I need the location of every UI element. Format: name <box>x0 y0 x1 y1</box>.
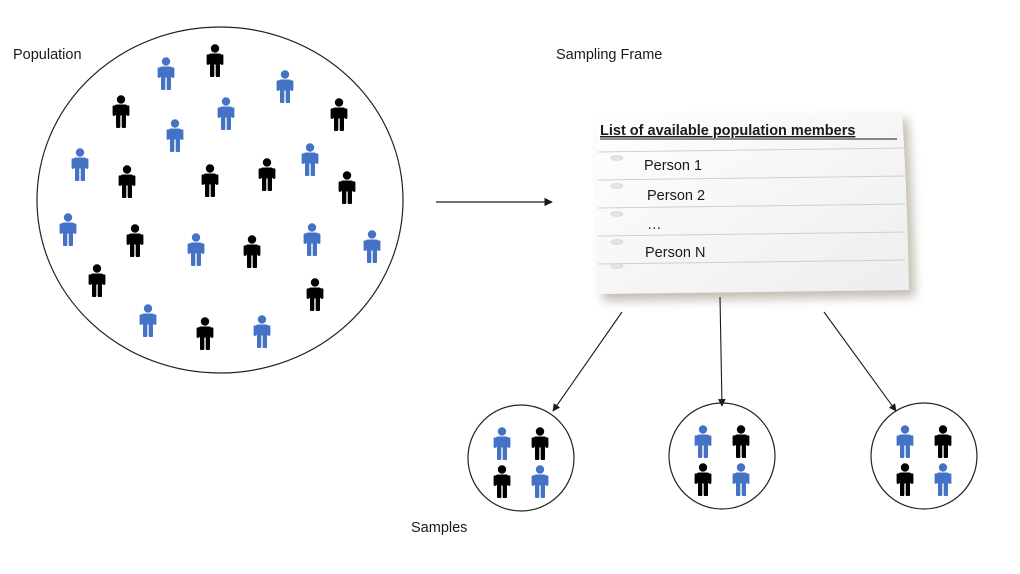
population-person-blue <box>253 315 271 348</box>
frame-card-title: List of available population members <box>600 123 855 139</box>
samples-label: Samples <box>411 520 468 536</box>
sample-person-blue <box>694 425 712 458</box>
paper-hole <box>610 211 624 217</box>
sample-1 <box>467 404 575 512</box>
population-person-black <box>118 165 136 198</box>
sample-person-blue <box>732 463 750 496</box>
ruled-line <box>597 231 906 237</box>
sample-person-black <box>493 465 511 498</box>
population-person-blue <box>217 97 235 130</box>
sample-circle <box>668 402 776 510</box>
paper-hole <box>610 263 624 269</box>
sample-person-black <box>934 425 952 458</box>
population-person-black <box>330 98 348 131</box>
population-person-black <box>306 278 324 311</box>
sample-circle <box>467 404 575 512</box>
frame-to-sample-2-arrow <box>718 296 726 407</box>
population-person-black <box>126 224 144 257</box>
samples-group <box>467 402 978 512</box>
sample-person-black <box>732 425 750 458</box>
sample-person-black <box>896 463 914 496</box>
population-person-blue <box>157 57 175 90</box>
population-person-black <box>243 235 261 268</box>
sample-3 <box>870 402 978 510</box>
frame-entry-1: Person 1 <box>644 158 702 174</box>
population-people <box>59 44 381 350</box>
sample-person-blue <box>896 425 914 458</box>
population-person-blue <box>303 223 321 256</box>
frame-to-sample-3-arrow <box>823 311 897 412</box>
sample-person-black <box>531 427 549 460</box>
paper-hole <box>610 183 624 189</box>
sample-person-blue <box>531 465 549 498</box>
population-person-black <box>206 44 224 77</box>
frame-entry-n: Person N <box>645 245 705 261</box>
paper-ruled-lines <box>597 147 906 265</box>
population-person-black <box>338 171 356 204</box>
population-person-black <box>258 158 276 191</box>
population-person-black <box>112 95 130 128</box>
population-person-blue <box>187 233 205 266</box>
population-person-blue <box>166 119 184 152</box>
ruled-line <box>597 175 906 181</box>
sample-2 <box>668 402 776 510</box>
population-label: Population <box>13 47 82 63</box>
paper-hole <box>610 239 624 245</box>
sample-person-blue <box>934 463 952 496</box>
frame-entry-2: Person 2 <box>647 188 705 204</box>
ruled-line <box>597 259 906 265</box>
frame-entry-ellipsis: … <box>647 217 662 233</box>
population-circle <box>36 26 404 374</box>
sample-person-black <box>694 463 712 496</box>
ruled-line <box>597 147 906 153</box>
population-person-blue <box>363 230 381 263</box>
sampling-frame-card: List of available population members Per… <box>596 112 909 294</box>
population-person-blue <box>139 304 157 337</box>
sampling-frame-label: Sampling Frame <box>556 47 663 63</box>
frame-to-sample-1-arrow <box>552 311 623 412</box>
population-person-blue <box>301 143 319 176</box>
sample-circle <box>870 402 978 510</box>
population-person-black <box>88 264 106 297</box>
population-person-black <box>201 164 219 197</box>
sample-person-blue <box>493 427 511 460</box>
population-person-blue <box>59 213 77 246</box>
paper-hole <box>610 155 624 161</box>
population-person-blue <box>71 148 89 181</box>
population-person-blue <box>276 70 294 103</box>
population-person-black <box>196 317 214 350</box>
paper-holes <box>610 155 624 269</box>
ruled-line <box>597 203 906 209</box>
